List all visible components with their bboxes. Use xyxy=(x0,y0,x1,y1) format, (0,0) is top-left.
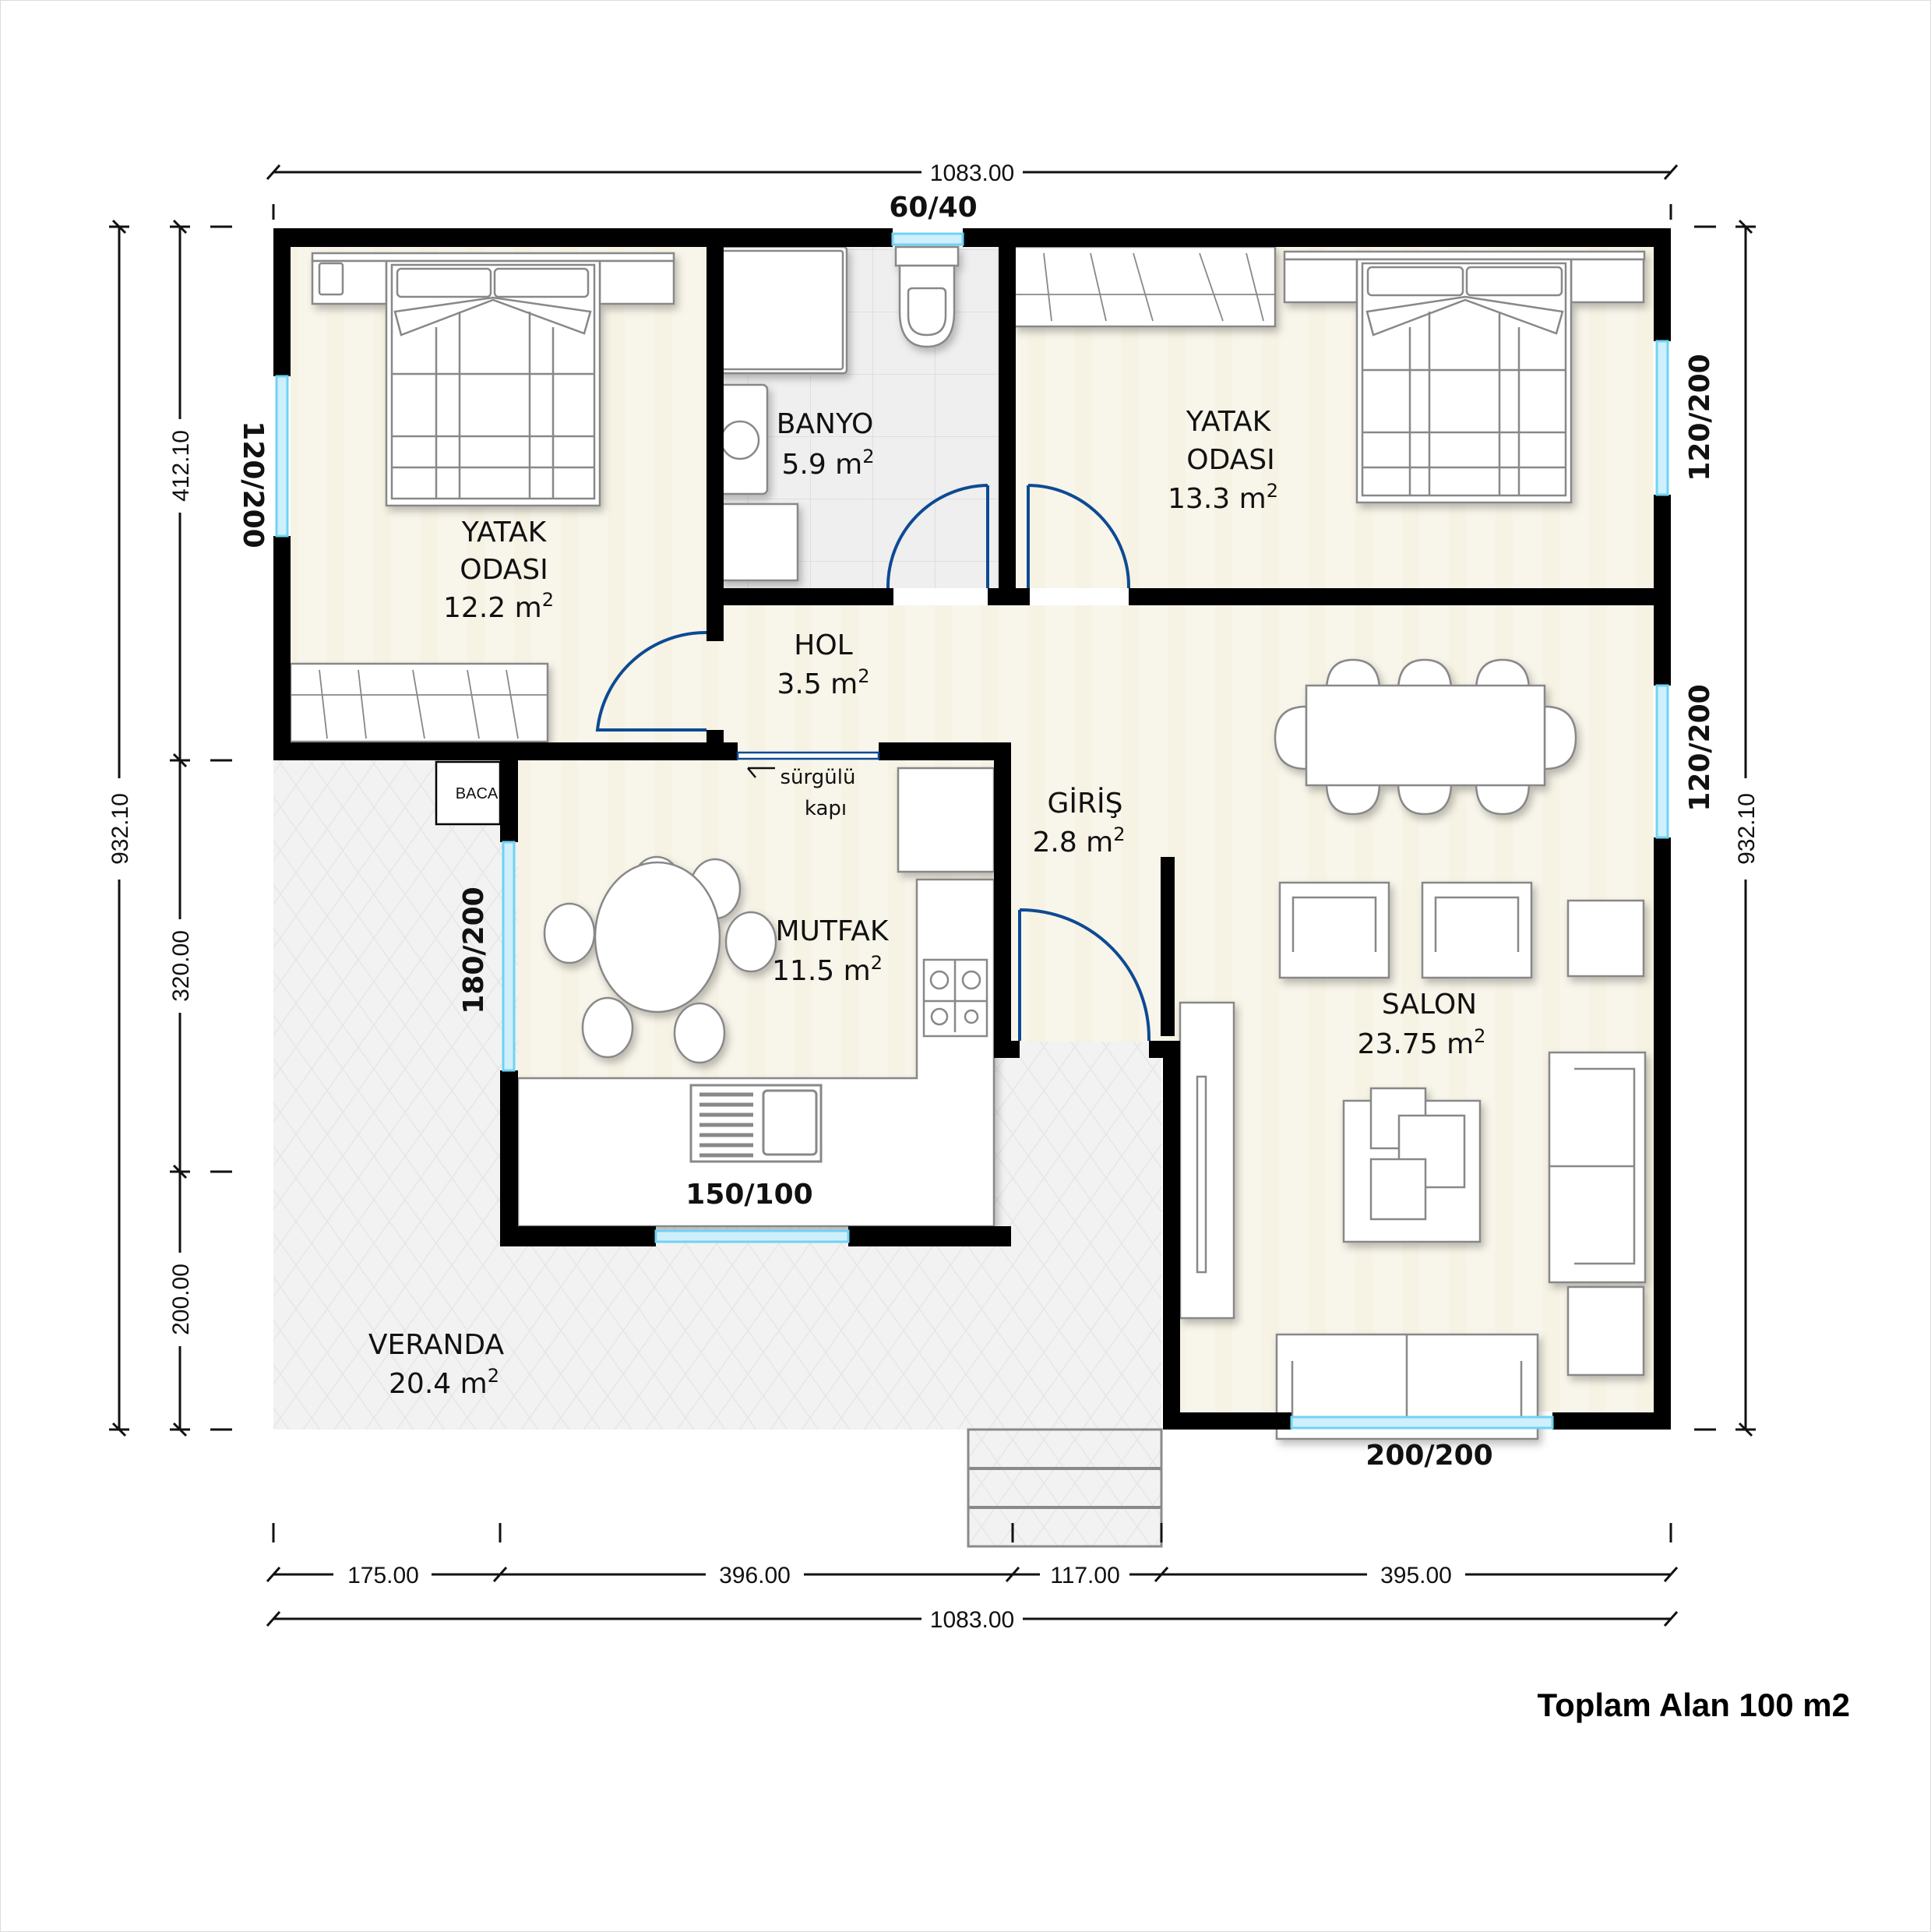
kitchen-name: MUTFAK xyxy=(775,915,889,947)
bedroom2-name-2: ODASI xyxy=(1186,444,1275,476)
salon-name: SALON xyxy=(1382,989,1477,1021)
dim-bottom-117: 117.00 xyxy=(1050,1563,1120,1588)
dim-left-412: 412.10 xyxy=(168,430,194,502)
dim-right-total: 932.10 xyxy=(1734,793,1760,865)
dim-bottom-396: 396.00 xyxy=(719,1563,791,1588)
kitchen-area: 11.5 m2 xyxy=(772,952,883,987)
chimney-label: BACA xyxy=(456,785,499,802)
window-salon-right xyxy=(1655,684,1669,839)
bedroom2-area: 13.3 m2 xyxy=(1168,480,1278,515)
doors xyxy=(595,484,1151,1042)
dimension-labels: 1083.00 175.00 396.00 117.00 395.00 1083… xyxy=(104,158,1760,1633)
wardrobe-1 xyxy=(289,662,549,743)
bath-area: 5.9 m2 xyxy=(781,446,874,481)
armchair-1 xyxy=(1278,881,1390,979)
veranda-area: 20.4 m2 xyxy=(389,1365,499,1400)
fridge xyxy=(897,767,995,873)
tv-unit xyxy=(1179,1001,1235,1320)
bed-2 xyxy=(1283,250,1646,504)
dining-table-rect xyxy=(1274,658,1577,816)
furniture xyxy=(289,245,1647,1440)
walls xyxy=(273,228,1671,1430)
dim-left-total: 932.10 xyxy=(107,793,133,865)
dim-left-320: 320.00 xyxy=(168,930,194,1002)
veranda-name: VERANDA xyxy=(368,1329,505,1361)
window-labels: 60/40 120/200 120/200 120/200 180/200 15… xyxy=(237,192,1716,1472)
sofa-right xyxy=(1548,1051,1647,1284)
door-bedroom2[interactable] xyxy=(1027,484,1131,589)
windows xyxy=(275,232,1669,1430)
phone-icon xyxy=(318,262,344,296)
chimney xyxy=(435,760,502,826)
window-label-kitchen-left: 180/200 xyxy=(458,887,490,1014)
dim-bottom-395: 395.00 xyxy=(1380,1563,1452,1588)
sliding-door-arrow-icon xyxy=(747,767,775,778)
sink xyxy=(713,383,769,495)
side-table-1 xyxy=(1566,899,1645,978)
dining-table-round xyxy=(543,855,777,1064)
room-labels: YATAK ODASI 12.2 m2 BANYO 5.9 m2 YATAK O… xyxy=(368,406,1486,1400)
door-bedroom1[interactable] xyxy=(595,630,707,732)
stove xyxy=(922,958,988,1038)
window-salon-bottom xyxy=(1290,1416,1554,1430)
bedroom1-name-2: ODASI xyxy=(460,554,548,586)
armchair-2 xyxy=(1421,881,1533,979)
entrance-steps xyxy=(967,1428,1163,1548)
bedroom1-name-1: YATAK xyxy=(461,516,548,548)
kitchen-counter xyxy=(516,878,995,1228)
window-label-kitchen-bottom: 150/100 xyxy=(685,1179,812,1211)
hall-name: HOL xyxy=(794,629,852,661)
window-kitchen-left xyxy=(502,841,516,1072)
window-label-bedroom2: 120/200 xyxy=(1684,354,1716,481)
window-bedroom1-left xyxy=(275,375,289,538)
hall-area: 3.5 m2 xyxy=(777,665,869,700)
coffee-table xyxy=(1342,1087,1482,1243)
total-area-label: Toplam Alan 100 m2 xyxy=(1537,1687,1850,1723)
window-label-salon-right: 120/200 xyxy=(1684,684,1716,811)
window-label-bath: 60/40 xyxy=(889,192,977,224)
entrance-name: GİRİŞ xyxy=(1048,787,1123,820)
bed-1 xyxy=(311,252,675,507)
kitchen-sink xyxy=(689,1084,823,1163)
shower-tray xyxy=(713,245,848,375)
entrance-area: 2.8 m2 xyxy=(1032,823,1125,858)
wardrobe-2 xyxy=(1013,245,1277,328)
bedroom1-area: 12.2 m2 xyxy=(443,589,554,624)
window-kitchen-bottom xyxy=(654,1229,850,1243)
sliding-door-label-1: sürgülü xyxy=(781,766,856,789)
window-label-salon-bottom: 200/200 xyxy=(1365,1440,1492,1472)
dim-left-200: 200.00 xyxy=(168,1264,194,1335)
window-bedroom2-right xyxy=(1655,340,1669,496)
sliding-door-label-2: kapı xyxy=(805,797,847,820)
bedroom2-name-1: YATAK xyxy=(1186,406,1272,438)
bath-name: BANYO xyxy=(777,408,874,440)
bath-cabinet xyxy=(718,502,799,582)
window-label-bedroom1: 120/200 xyxy=(237,421,269,548)
salon-area: 23.75 m2 xyxy=(1358,1025,1486,1060)
toilet xyxy=(894,245,960,348)
door-bath[interactable] xyxy=(886,484,989,589)
dim-bottom-175: 175.00 xyxy=(347,1563,419,1588)
dim-top-total: 1083.00 xyxy=(930,160,1014,186)
window-bath-top xyxy=(891,232,964,246)
door-entrance[interactable] xyxy=(1018,908,1151,1042)
dim-bottom-total: 1083.00 xyxy=(930,1607,1014,1633)
sliding-door[interactable] xyxy=(736,751,880,760)
side-table-2 xyxy=(1566,1285,1645,1377)
